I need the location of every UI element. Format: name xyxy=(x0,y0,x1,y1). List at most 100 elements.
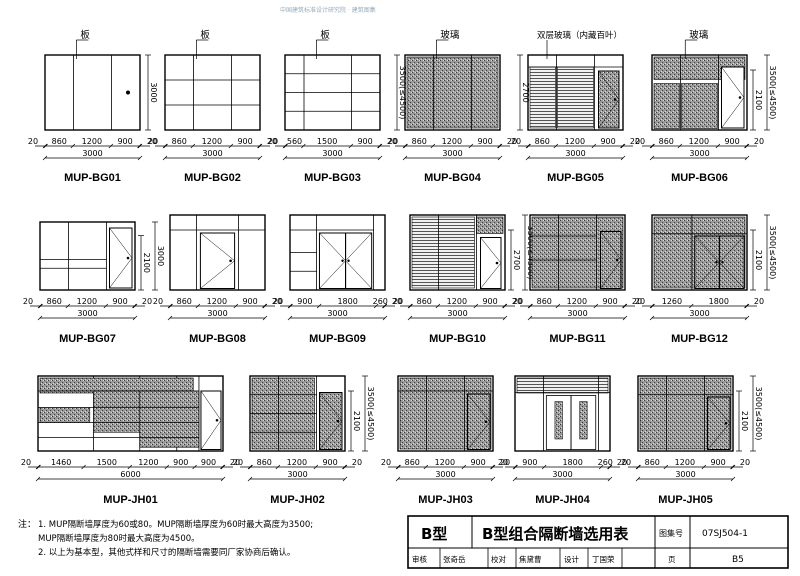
height-dimension: 3000 xyxy=(156,246,165,266)
width-dimension: 20 xyxy=(273,297,283,306)
title-type: B型 xyxy=(421,525,447,543)
width-dimension: 900 xyxy=(242,297,257,306)
panel-frame xyxy=(651,54,748,131)
width-dimension: 20 xyxy=(21,458,31,467)
tb-check-label: 校对 xyxy=(491,554,506,564)
title-main: B型组合隔断墙选用表 xyxy=(482,525,629,543)
panel-frame xyxy=(37,375,224,452)
width-dimension: 20 xyxy=(381,458,391,467)
width-dimension: 1200 xyxy=(565,137,585,146)
width-dimension: 860 xyxy=(412,137,427,146)
callout-label: 双层玻璃（内藏百叶） xyxy=(537,30,622,41)
width-dimension: 900 xyxy=(201,458,216,467)
panel-label: MUP-BG03 xyxy=(304,172,361,184)
width-dimension: 1500 xyxy=(97,458,117,467)
total-width: 3000 xyxy=(442,149,462,158)
width-dimension: 20 xyxy=(272,297,282,306)
width-dimension: 20 xyxy=(392,297,402,306)
width-dimension: 900 xyxy=(522,458,537,467)
width-dimension: 860 xyxy=(177,297,192,306)
width-dimension: 860 xyxy=(405,458,420,467)
width-dimension: 1800 xyxy=(709,297,729,306)
total-width: 3000 xyxy=(689,149,709,158)
width-dimension: 900 xyxy=(112,297,127,306)
width-dimension: 20 xyxy=(388,137,398,146)
width-dimension: 20 xyxy=(632,297,642,306)
width-dimension: 1460 xyxy=(51,458,71,467)
total-width: 3000 xyxy=(552,470,572,479)
panel-frame xyxy=(44,54,141,131)
width-dimension: 260 xyxy=(373,297,388,306)
panel-frame xyxy=(409,214,506,291)
height-dimension: 3500(≤4500) xyxy=(366,387,375,441)
panel-label: MUP-BG12 xyxy=(671,333,728,345)
height-dimension: 2100 xyxy=(754,250,763,270)
total-width: 3000 xyxy=(565,149,585,158)
atlas-label: 图集号 xyxy=(659,528,683,538)
panel-frame xyxy=(39,221,136,291)
width-dimension: 20 xyxy=(23,297,33,306)
height-dimension: 2700 xyxy=(512,250,521,270)
width-dimension: 860 xyxy=(172,137,187,146)
width-dimension: 20 xyxy=(754,297,764,306)
total-width: 3000 xyxy=(202,149,222,158)
width-dimension: 1200 xyxy=(435,458,455,467)
height-dimension: 3500(≤4500) xyxy=(768,226,777,280)
width-dimension: 900 xyxy=(602,297,617,306)
width-dimension: 20 xyxy=(512,297,522,306)
tb-page-number: B5 xyxy=(732,555,744,565)
tb-design-label: 设计 xyxy=(564,554,579,564)
width-dimension: 20 xyxy=(393,297,403,306)
tb-check-name: 焦黛曹 xyxy=(519,554,542,564)
panel-label: MUP-JH01 xyxy=(103,494,157,506)
width-dimension: 20 xyxy=(230,458,240,467)
height-dimension: 3500(≤4500) xyxy=(754,387,763,441)
panel-label: MUP-BG08 xyxy=(189,333,246,345)
width-dimension: 20 xyxy=(498,458,508,467)
width-dimension: 20 xyxy=(352,458,362,467)
width-dimension: 900 xyxy=(470,458,485,467)
panel-frame xyxy=(527,54,624,131)
panel-label: MUP-BG06 xyxy=(671,172,728,184)
header-url: 中国建筑标准设计研究院 · 建筑图集 xyxy=(280,6,376,14)
width-dimension: 860 xyxy=(535,137,550,146)
total-width: 3000 xyxy=(82,149,102,158)
width-dimension: 1200 xyxy=(77,297,97,306)
width-dimension: 900 xyxy=(322,458,337,467)
panel-frame xyxy=(164,54,261,131)
width-dimension: 1200 xyxy=(287,458,307,467)
height-dimension: 2100 xyxy=(352,411,361,431)
height-dimension: 3000 xyxy=(149,82,158,102)
panel-label: MUP-JH05 xyxy=(658,494,712,506)
width-dimension: 20 xyxy=(635,137,645,146)
panel-label: MUP-BG11 xyxy=(549,333,605,345)
width-dimension: 900 xyxy=(237,137,252,146)
notes: 注： 1. MUP隔断墙厚度为60或80。MUP隔断墙厚度为60时最大高度为35… xyxy=(18,518,313,558)
height-dimension: 2100 xyxy=(740,411,749,431)
panel-label: MUP-JH02 xyxy=(270,494,324,506)
tb-review-name: 张奇岳 xyxy=(443,554,466,564)
callout-label: 板 xyxy=(200,29,210,41)
total-width: 3000 xyxy=(287,470,307,479)
width-dimension: 20 xyxy=(142,297,152,306)
callout-label: 玻璃 xyxy=(689,29,708,41)
width-dimension: 1200 xyxy=(567,297,587,306)
callout-label: 板 xyxy=(80,29,90,41)
panel-label: MUP-BG10 xyxy=(429,333,486,345)
width-dimension: 860 xyxy=(659,137,674,146)
width-dimension: 20 xyxy=(507,137,517,146)
width-dimension: 20 xyxy=(500,458,510,467)
note-line-2: MUP隔断墙厚度为80时最大高度为4500。 xyxy=(38,533,200,544)
title-block xyxy=(407,515,789,569)
height-dimension: 2100 xyxy=(754,90,763,110)
